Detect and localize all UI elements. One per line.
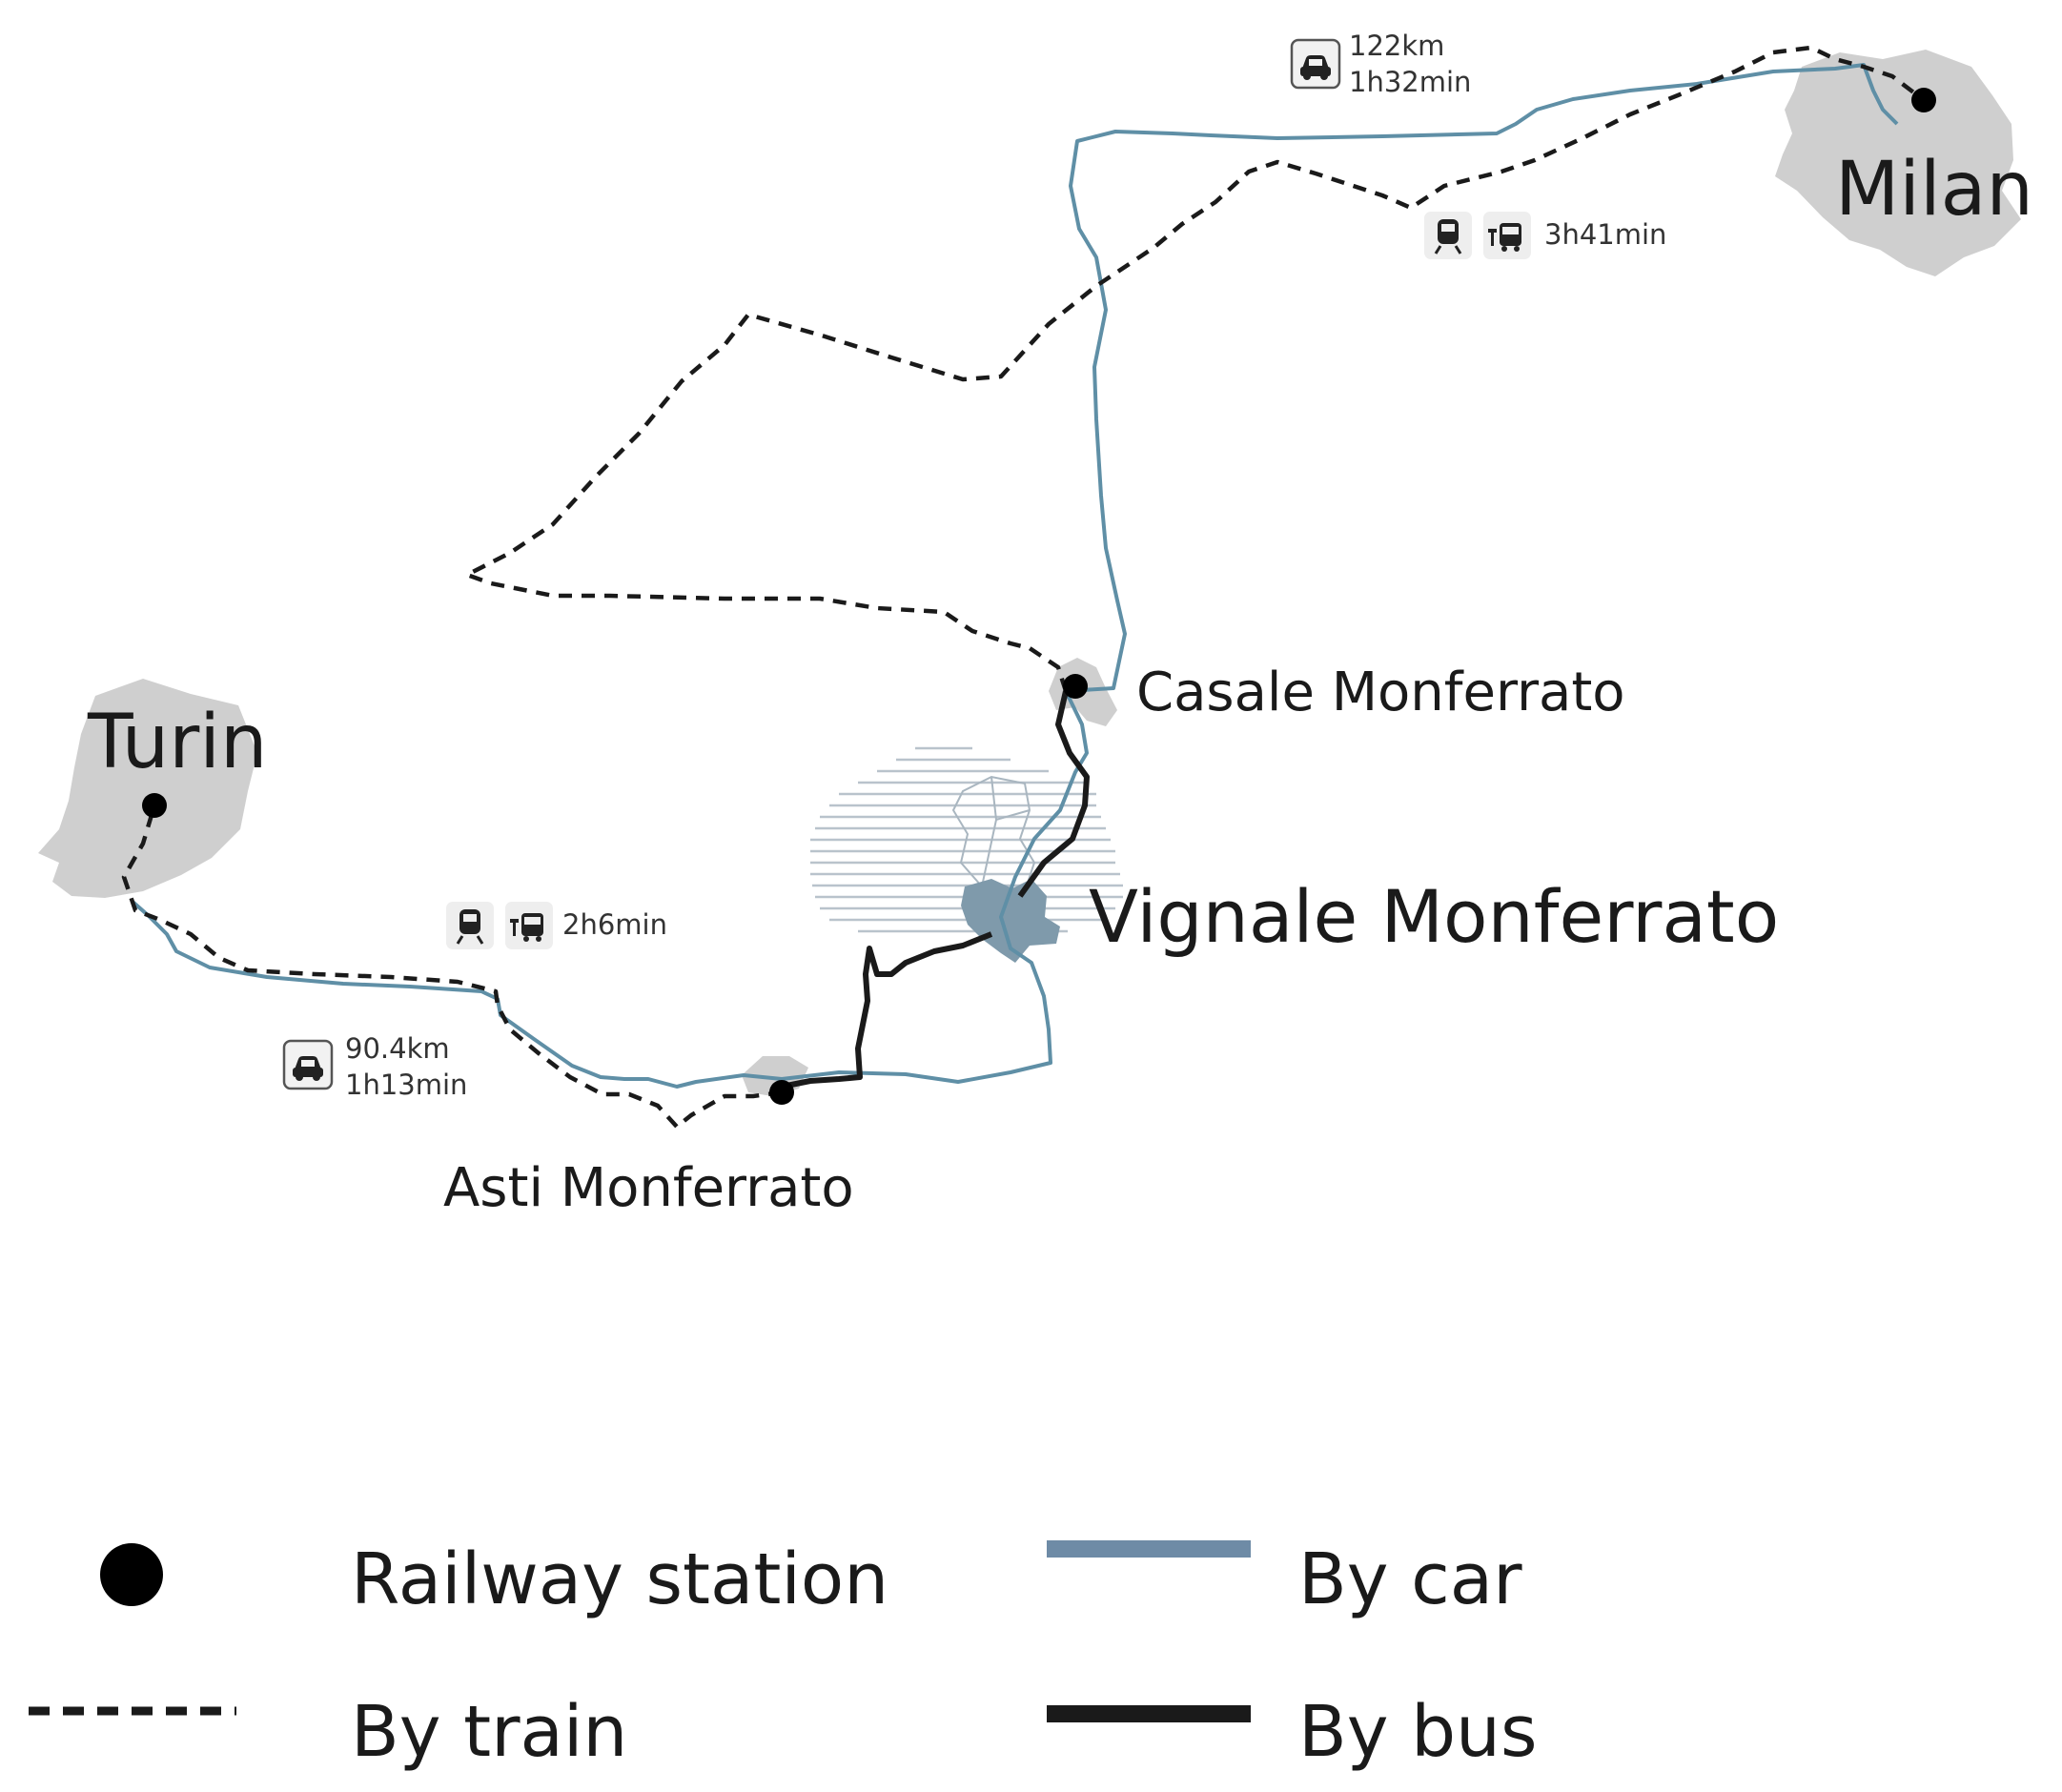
label-turin: Turin (87, 700, 267, 785)
label-vignale: Vignale Monferrato (1089, 874, 1779, 959)
car-route-milan (1065, 63, 1899, 693)
turin-area (38, 679, 257, 898)
legend-car-label: By car (1298, 1538, 1522, 1620)
bus-icon (505, 902, 553, 949)
station-milan (1911, 88, 1936, 112)
vignale-area (961, 879, 1060, 963)
legend-station-label: Railway station (351, 1538, 888, 1620)
turin-car-distance: 90.4km (345, 1032, 450, 1065)
bus-route-casale-vignale (1017, 690, 1090, 898)
station-asti (769, 1080, 794, 1105)
label-asti: Asti Monferrato (443, 1157, 854, 1219)
car-icon (1290, 38, 1341, 90)
legend-bus-label: By bus (1298, 1691, 1538, 1773)
train-icon (444, 900, 496, 951)
train-icon (1422, 210, 1474, 261)
train-route-milan (464, 45, 1926, 692)
turin-transit-time: 2h6min (562, 908, 667, 941)
turin-car-time: 1h13min (345, 1069, 467, 1101)
station-casale (1063, 674, 1088, 699)
car-route-turin (130, 690, 1089, 1089)
milan-car-distance: 122km (1349, 30, 1444, 62)
train-route-turin (121, 804, 783, 1130)
legend-station-symbol (100, 1543, 163, 1606)
bus-route-vignale-asti (781, 931, 993, 1089)
label-casale: Casale Monferrato (1136, 662, 1625, 723)
bus-icon (1483, 212, 1531, 259)
legend-train-label: By train (351, 1691, 627, 1773)
legend: Railway station By train By car By bus (29, 1538, 1538, 1773)
milan-car-time: 1h32min (1349, 66, 1471, 98)
milan-transit-time: 3h41min (1544, 218, 1666, 251)
milan-area (1775, 50, 2021, 276)
label-milan: Milan (1835, 147, 2033, 233)
station-turin (142, 793, 167, 818)
car-icon (282, 1039, 334, 1090)
